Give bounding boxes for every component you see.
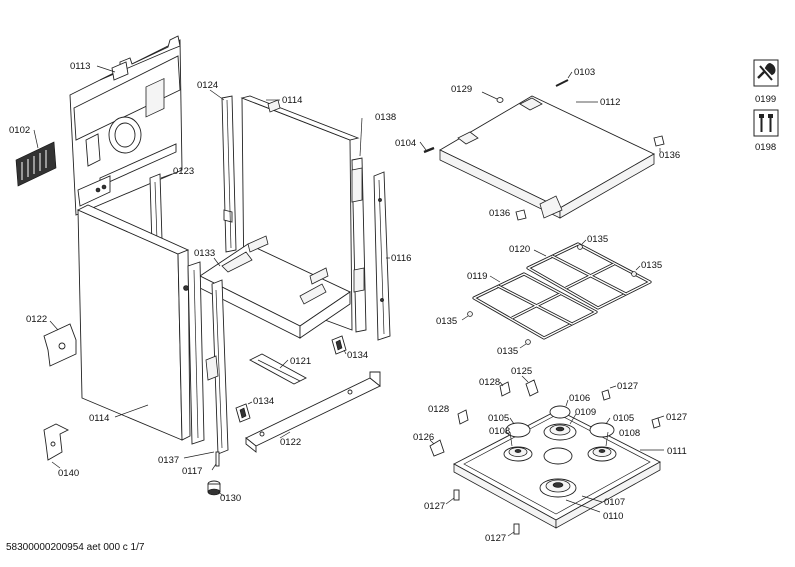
label-0105-a: 0105 [488, 413, 509, 424]
label-0140: 0140 [58, 468, 79, 479]
label-0108-a: 0108 [489, 426, 510, 437]
part-0128-clip-b [457, 409, 469, 425]
label-0125: 0125 [511, 366, 532, 377]
label-0126: 0126 [413, 432, 434, 443]
label-0135-a: 0135 [587, 234, 608, 245]
part-0136-pad-left [515, 209, 527, 221]
part-0102-vent-grill [15, 141, 57, 187]
label-0102: 0102 [9, 125, 30, 136]
part-0109-large-cap [543, 447, 573, 465]
part-0105-burner-cap-left [505, 422, 531, 438]
label-0127-c: 0127 [424, 501, 445, 512]
label-0117: 0117 [182, 466, 202, 477]
label-0120: 0120 [509, 244, 530, 255]
document-reference: 58300000200954 aet 000 c 1/7 [6, 542, 145, 553]
part-0122-bracket-left [43, 323, 77, 367]
part-0124-rear-rail [221, 95, 237, 253]
part-0105-burner-cap-right [589, 422, 615, 438]
label-0136-right: 0136 [659, 150, 680, 161]
label-0127-b: 0127 [666, 412, 687, 423]
part-0138-rail [351, 157, 367, 333]
label-0122-bottom: 0122 [280, 437, 301, 448]
part-0120-pan-support [526, 242, 652, 310]
part-0135-rubber-foot-d [525, 339, 531, 345]
label-0113: 0113 [70, 61, 90, 72]
label-0104: 0104 [395, 138, 416, 149]
part-0135-rubber-foot-c [467, 311, 473, 317]
part-0133-base-tray [199, 235, 351, 339]
label-0135-b: 0135 [641, 260, 662, 271]
part-0119-pan-support [472, 272, 598, 340]
part-0122-bottom-rail [245, 371, 381, 453]
part-0126-clip [429, 439, 445, 457]
part-0127-screw-b [651, 417, 661, 429]
part-0127-screw-a [601, 389, 611, 401]
part-0135-rubber-foot-a [577, 244, 583, 250]
part-0113-back-panel [69, 35, 183, 216]
label-0129: 0129 [451, 84, 472, 95]
label-0135-c: 0135 [436, 316, 457, 327]
label-0128-a: 0128 [479, 377, 500, 388]
label-0123: 0123 [173, 166, 194, 177]
tools-icon [753, 59, 779, 87]
part-0127-screw-d [513, 523, 520, 535]
part-0130-foot [207, 480, 221, 496]
label-0127-a: 0127 [617, 381, 638, 392]
screws-icon [753, 109, 779, 137]
part-0103-pin [555, 79, 569, 87]
label-0111: 0111 [667, 446, 687, 457]
label-0114-bottom: 0114 [89, 413, 109, 424]
part-0137-front-rail [205, 279, 229, 455]
part-0104-screw [423, 146, 435, 154]
part-burner-front-wok [539, 478, 577, 498]
label-0106: 0106 [569, 393, 590, 404]
label-0137: 0137 [158, 455, 179, 466]
label-0136-left: 0136 [489, 208, 510, 219]
label-0134-lower: 0134 [253, 396, 274, 407]
label-0108-b: 0108 [619, 428, 640, 439]
label-0122-left: 0122 [26, 314, 47, 325]
part-0125-clip [525, 379, 539, 397]
part-0117-screw [215, 451, 220, 467]
label-0199: 0199 [755, 94, 776, 105]
part-0121-cross-rail [249, 353, 307, 385]
label-0109: 0109 [575, 407, 596, 418]
part-0134-clip-upper [331, 335, 347, 355]
label-0134-upper: 0134 [347, 350, 368, 361]
part-burner-left [503, 446, 533, 462]
part-0129-bumper [496, 97, 504, 103]
part-0116-side-rail [373, 171, 391, 341]
label-0114-top: 0114 [282, 95, 302, 106]
label-0107: 0107 [604, 497, 625, 508]
part-0106-burner-cap [549, 405, 571, 419]
part-0112-glass-lid [439, 95, 655, 219]
part-0134-clip-lower [235, 403, 251, 423]
label-0116: 0116 [391, 253, 411, 264]
part-0135-rubber-foot-b [631, 271, 637, 277]
label-0103: 0103 [574, 67, 595, 78]
label-0130: 0130 [220, 493, 241, 504]
label-0135-d: 0135 [497, 346, 518, 357]
label-0128-b: 0128 [428, 404, 449, 415]
label-0124: 0124 [197, 80, 218, 91]
label-0133: 0133 [194, 248, 215, 259]
label-0138: 0138 [375, 112, 396, 123]
part-0127-screw-c [453, 489, 460, 501]
label-0121: 0121 [290, 356, 311, 367]
label-0127-d: 0127 [485, 533, 506, 544]
part-burner-right [587, 446, 617, 462]
label-0198: 0198 [755, 142, 776, 153]
part-front-post [187, 261, 205, 445]
part-0114-side-panel-left [76, 204, 191, 441]
label-0119: 0119 [467, 271, 487, 282]
label-0112: 0112 [600, 97, 620, 108]
label-0105-b: 0105 [613, 413, 634, 424]
label-0110: 0110 [603, 511, 623, 522]
part-0136-pad-right [653, 135, 665, 147]
part-0140-bracket [43, 423, 70, 461]
part-burner-rear-left [543, 423, 577, 441]
